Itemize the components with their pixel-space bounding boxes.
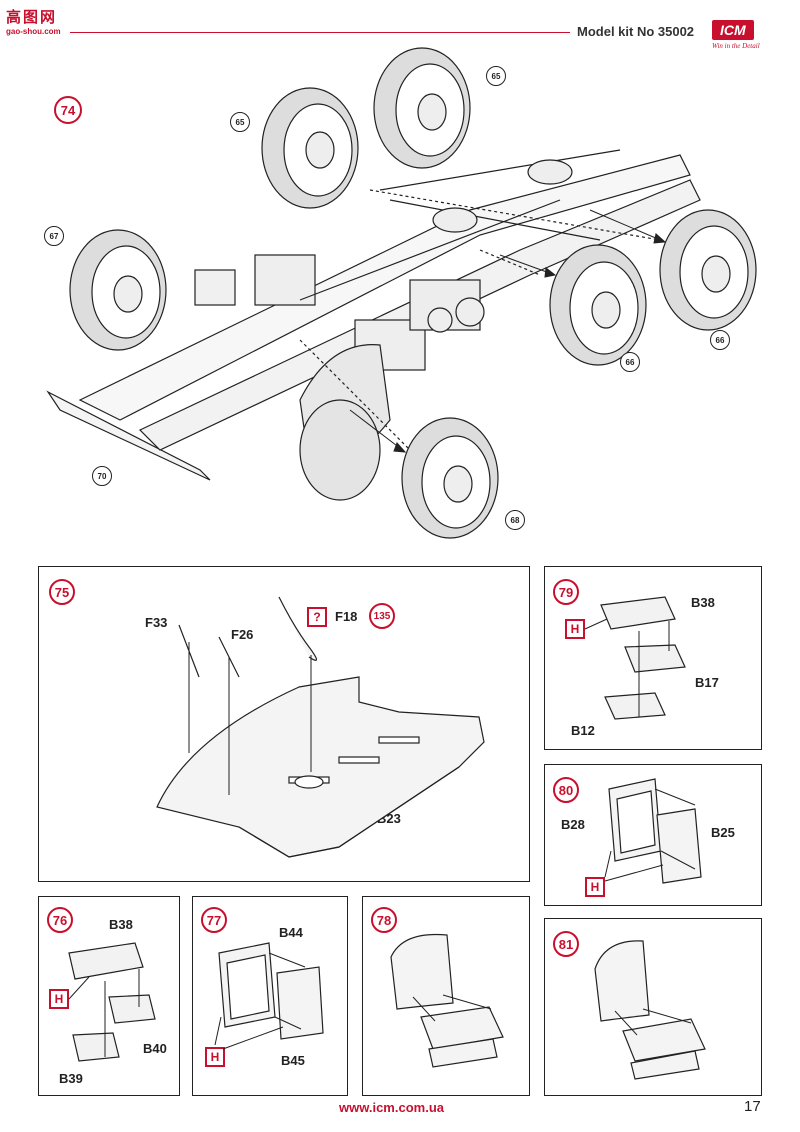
step-79-number: 79 — [553, 579, 579, 605]
step-74-number: 74 — [54, 96, 82, 124]
unknown-part-marker: ? — [307, 607, 327, 627]
part-b44-label: B44 — [279, 925, 303, 940]
watermark-title: 高图网 — [6, 9, 58, 26]
icm-logo: ICM Win in the Detail — [712, 20, 782, 60]
step-78-panel: 78 — [362, 896, 530, 1096]
step-135-reference: 135 — [369, 603, 395, 629]
model-kit-number: Model kit No 35002 — [577, 24, 695, 39]
hidden-part-marker: H — [565, 619, 585, 639]
part-b38-label: B38 — [109, 917, 133, 932]
step-76-panel: 76 B38 B40 B39 H — [38, 896, 180, 1096]
logo-mark: ICM — [712, 20, 754, 40]
part-b17-label: B17 — [695, 675, 719, 690]
step-80-number: 80 — [553, 777, 579, 803]
part-68-label: 68 — [505, 510, 525, 530]
part-f18-label: F18 — [335, 609, 358, 624]
step-80-panel: 80 B28 B25 H — [544, 764, 762, 906]
part-65-rear-label: 65 — [486, 66, 506, 86]
hidden-part-marker: H — [49, 989, 69, 1009]
step-81-number: 81 — [553, 931, 579, 957]
floor-panel-illustration — [156, 596, 485, 858]
part-b12-label: B12 — [571, 723, 595, 738]
part-70-label: 70 — [92, 466, 112, 486]
step-75-panel: 75 F33 F26 ? F18 135 B23 — [38, 566, 530, 882]
page-number: 17 — [744, 1098, 761, 1115]
hidden-part-marker: H — [205, 1047, 225, 1067]
part-b38-label: B38 — [691, 595, 715, 610]
watermark-subtitle: gao-shou.com — [6, 27, 61, 36]
step-79-panel: 79 B38 B17 B12 H — [544, 566, 762, 750]
chassis-illustration — [46, 47, 757, 539]
step-78-number: 78 — [371, 907, 397, 933]
seat-back-77-illustration — [214, 942, 324, 1050]
step-81-panel: 81 — [544, 918, 762, 1096]
logo-tagline: Win in the Detail — [712, 42, 760, 50]
part-f26-label: F26 — [231, 627, 254, 642]
part-b40-label: B40 — [143, 1041, 167, 1056]
hidden-part-marker: H — [585, 877, 605, 897]
part-b45-label: B45 — [281, 1053, 305, 1068]
seat-back-80-illustration — [604, 778, 702, 884]
step-75-number: 75 — [49, 579, 75, 605]
header-rule — [70, 32, 570, 33]
seat-76-illustration — [68, 942, 156, 1062]
part-66-left-label: 66 — [620, 352, 640, 372]
part-b25-label: B25 — [711, 825, 735, 840]
seat-79-illustration — [584, 596, 686, 720]
part-65-front-label: 65 — [230, 112, 250, 132]
site-watermark: 高图网 gao-shou.com — [6, 6, 70, 38]
part-66-right-label: 66 — [710, 330, 730, 350]
seat-assembly-81-illustration — [594, 940, 706, 1080]
part-b39-label: B39 — [59, 1071, 83, 1086]
step-77-number: 77 — [201, 907, 227, 933]
step-77-panel: 77 B44 B45 H — [192, 896, 348, 1096]
part-b28-label: B28 — [561, 817, 585, 832]
part-f33-label: F33 — [145, 615, 168, 630]
step-76-number: 76 — [47, 907, 73, 933]
seat-assembly-78-illustration — [390, 933, 504, 1068]
part-67-label: 67 — [44, 226, 64, 246]
footer-url: www.icm.com.ua — [339, 1100, 444, 1115]
